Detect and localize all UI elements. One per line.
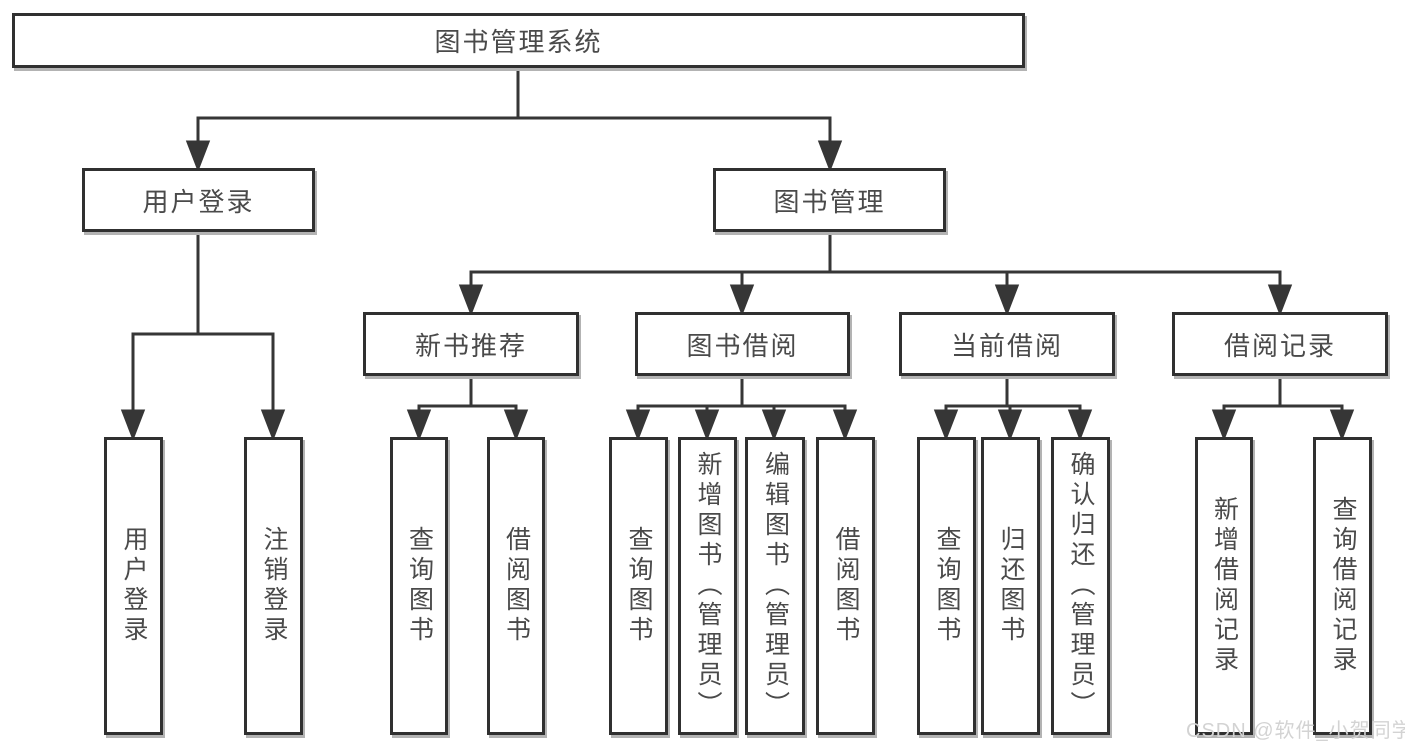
node-label: 编辑图书（管理员）: [761, 451, 790, 721]
node-current-borrowing: 当前借阅: [899, 312, 1115, 376]
node-borrowing-records: 借阅记录: [1172, 312, 1388, 376]
leaf-query-borrow-record: 查询借阅记录: [1313, 437, 1372, 735]
leaf-borrow-books-borrowing: 借阅图书: [816, 437, 875, 735]
node-label: 新增图书（管理员）: [694, 451, 722, 721]
node-label: 借阅记录: [1223, 330, 1336, 361]
node-book-borrowing: 图书借阅: [635, 312, 850, 376]
leaf-return-book: 归还图书: [981, 437, 1040, 735]
node-label: 用户登录: [120, 526, 148, 646]
leaf-edit-book-admin: 编辑图书（管理员）: [745, 437, 805, 735]
node-label: 新书推荐: [414, 330, 527, 361]
leaf-query-books-recommend: 查询图书: [390, 437, 448, 735]
node-label: 查询图书: [405, 526, 434, 646]
node-label: 查询借阅记录: [1329, 496, 1357, 676]
leaf-user-login: 用户登录: [104, 437, 163, 735]
node-library-system: 图书管理系统: [12, 13, 1025, 68]
node-label: 用户登录: [142, 186, 255, 217]
node-label: 借阅图书: [832, 526, 860, 646]
csdn-watermark: CSDN @软件_小贺同学: [1186, 720, 1405, 742]
node-label: 归还图书: [997, 526, 1025, 646]
leaf-add-book-admin: 新增图书（管理员）: [678, 437, 737, 735]
leaf-query-books-current: 查询图书: [917, 437, 976, 735]
node-new-book-recommend: 新书推荐: [363, 312, 579, 376]
node-user-login: 用户登录: [82, 168, 315, 232]
node-label: 图书管理: [773, 186, 886, 217]
node-label: 图书借阅: [686, 330, 799, 361]
node-label: 确认归还（管理员）: [1067, 451, 1095, 721]
leaf-query-books-borrowing: 查询图书: [609, 437, 668, 735]
leaf-confirm-return-admin: 确认归还（管理员）: [1051, 437, 1110, 735]
leaf-add-borrow-record: 新增借阅记录: [1195, 437, 1253, 735]
node-label: 查询图书: [933, 526, 961, 646]
leaf-borrow-books-recommend: 借阅图书: [487, 437, 545, 735]
node-label: 当前借阅: [950, 330, 1063, 361]
node-label: 新增借阅记录: [1210, 496, 1239, 676]
node-label: 借阅图书: [502, 526, 531, 646]
node-book-management: 图书管理: [713, 168, 946, 232]
node-label: 图书管理系统: [434, 27, 603, 57]
leaf-logout: 注销登录: [244, 437, 303, 735]
node-label: 查询图书: [625, 526, 653, 646]
node-label: 注销登录: [260, 526, 288, 646]
